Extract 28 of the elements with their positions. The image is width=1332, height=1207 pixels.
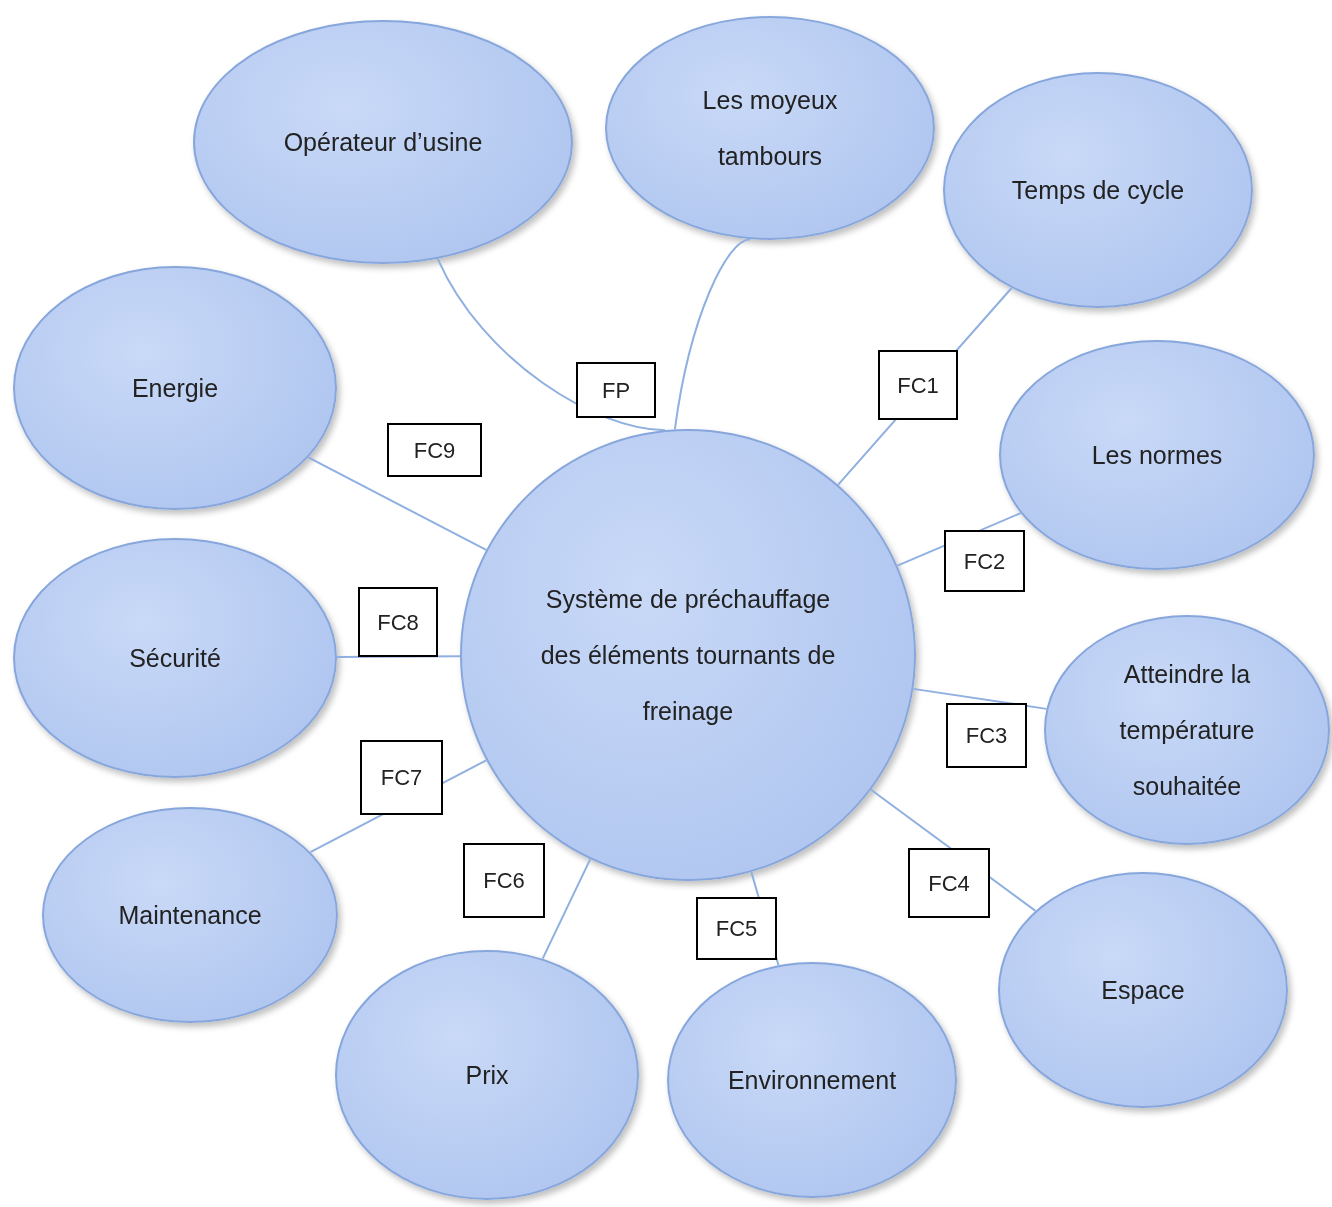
node-text: Energie: [130, 373, 220, 404]
edge-label: FC6: [463, 843, 545, 918]
connector-line: [541, 858, 592, 960]
node-text: Temps de cycle: [1010, 175, 1186, 206]
node-text: Opérateur d’usine: [282, 127, 484, 158]
edge-label: FP: [576, 362, 656, 418]
edge-label: FC7: [360, 740, 443, 815]
node-text: Les normes: [1090, 440, 1224, 471]
edge-label: FC8: [358, 587, 438, 657]
edge-label: FC1: [878, 350, 958, 420]
edge-label: FC5: [696, 897, 777, 960]
edge-label: FC9: [387, 423, 482, 477]
node-text: Les moyeux tambours: [701, 85, 839, 172]
node-text: Maintenance: [117, 900, 263, 931]
node-text: Environnement: [726, 1065, 898, 1096]
node-text: Espace: [1100, 975, 1186, 1006]
edge-label: FC4: [908, 848, 990, 918]
node-text: Sécurité: [128, 643, 222, 674]
connector-line: [436, 257, 667, 432]
connector-line: [336, 655, 461, 659]
edge-label: FC2: [944, 530, 1025, 592]
connector-line: [673, 238, 752, 431]
node-text: Atteindre la température souhaitée: [1118, 659, 1256, 802]
node-text: Système de préchauffage des éléments tournants de freinage: [539, 584, 837, 727]
connector-line: [307, 456, 488, 551]
connector-line: [912, 687, 1048, 710]
node-text: Prix: [464, 1060, 510, 1091]
edge-label: FC3: [946, 703, 1027, 768]
